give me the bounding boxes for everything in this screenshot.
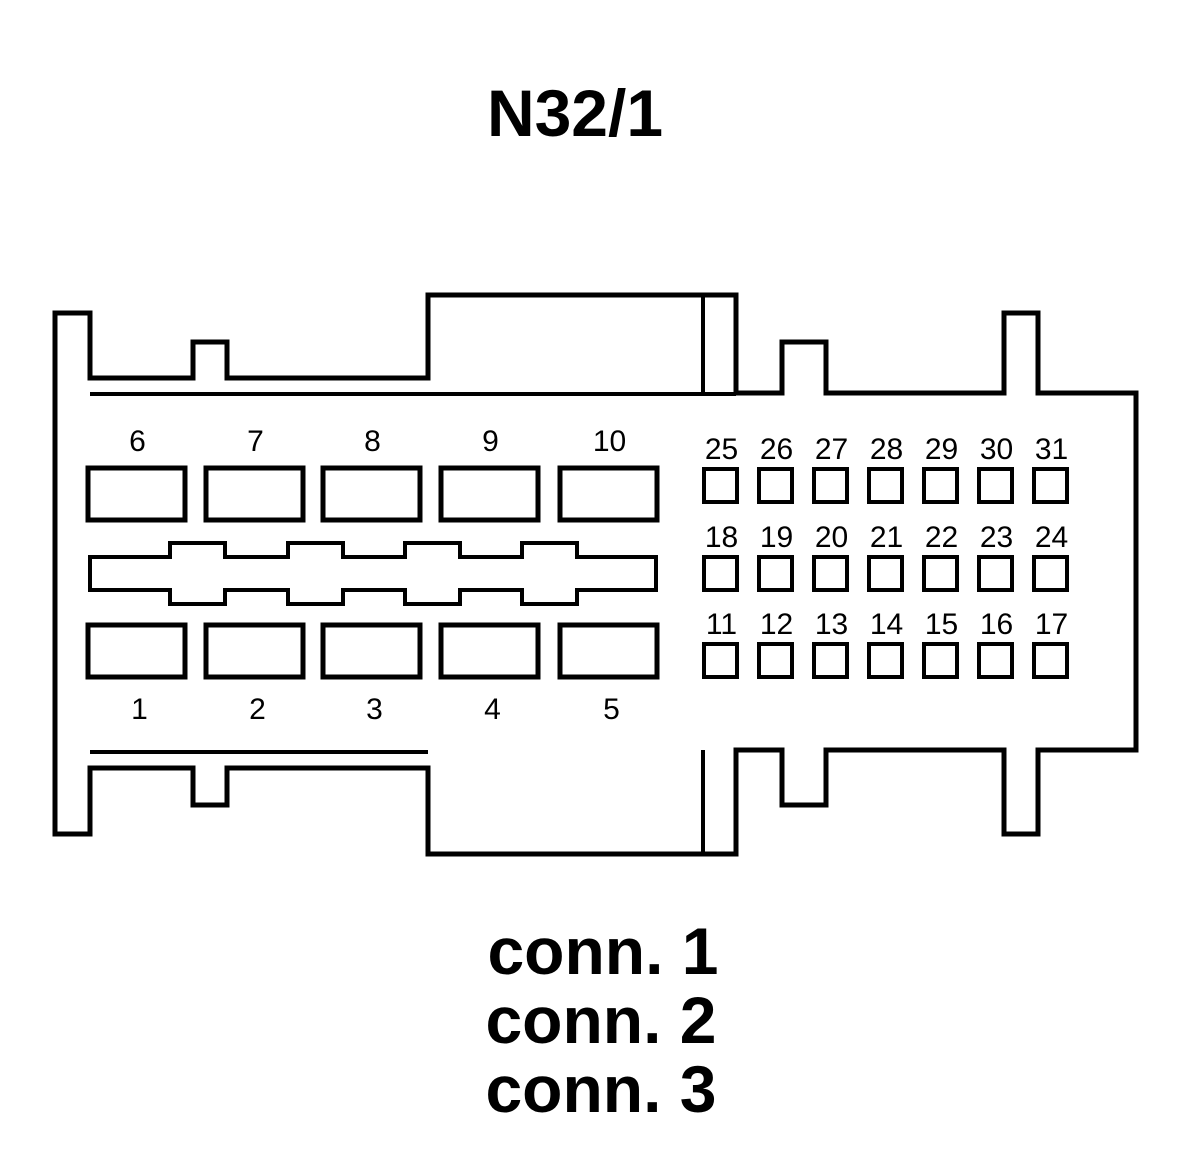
connector-list: conn. 1 conn. 2 conn. 3 [485, 914, 718, 1126]
pin-number-14: 14 [870, 608, 903, 641]
pin-cavity-5 [557, 622, 660, 680]
pin-cavity-12 [757, 642, 794, 679]
large-pins-bottom-row: 1 2 3 4 5 [85, 622, 660, 726]
pin-number-12: 12 [760, 608, 793, 641]
pin-cavity-11 [702, 642, 739, 679]
pin-cavity-13 [812, 642, 849, 679]
pin-number-26: 26 [760, 433, 793, 466]
pin-number-19: 19 [760, 521, 793, 554]
pin-number-18: 18 [705, 521, 738, 554]
pin-cavity-16 [977, 642, 1014, 679]
pin-number-29: 29 [925, 433, 958, 466]
pin-cavity-7 [203, 465, 306, 523]
pin-number-21: 21 [870, 521, 903, 554]
connector-label-1: conn. 1 [487, 914, 718, 988]
pin-number-31: 31 [1035, 433, 1068, 466]
connector-housing [52, 292, 1139, 857]
pin-number-13: 13 [815, 608, 848, 641]
pin-cavity-26 [757, 467, 794, 504]
pin-cavity-17 [1032, 642, 1069, 679]
pin-cavity-21 [867, 555, 904, 592]
pin-cavity-20 [812, 555, 849, 592]
pin-number-20: 20 [815, 521, 848, 554]
pin-number-22: 22 [925, 521, 958, 554]
connector-label-3: conn. 3 [485, 1052, 716, 1126]
pin-cavity-8 [320, 465, 423, 523]
pin-number-4: 4 [484, 693, 501, 726]
pin-number-3: 3 [366, 693, 383, 726]
pin-cavity-2 [203, 622, 306, 680]
pin-cavity-28 [867, 467, 904, 504]
pin-number-9: 9 [482, 425, 499, 458]
pin-cavity-1 [85, 622, 188, 680]
pin-cavity-9 [438, 465, 541, 523]
pin-cavity-3 [320, 622, 423, 680]
pin-number-11: 11 [706, 608, 737, 641]
connector-label-2: conn. 2 [485, 983, 716, 1057]
pin-number-1: 1 [131, 693, 148, 726]
pin-number-16: 16 [980, 608, 1013, 641]
housing-outline [52, 292, 1139, 857]
large-pins-top-row: 6 7 8 9 10 [85, 425, 660, 523]
pin-number-6: 6 [129, 425, 146, 458]
pin-number-8: 8 [364, 425, 381, 458]
pin-cavity-30 [977, 467, 1014, 504]
pin-cavity-18 [702, 555, 739, 592]
pin-cavity-4 [438, 622, 541, 680]
pin-cavity-25 [702, 467, 739, 504]
pin-cavity-6 [85, 465, 188, 523]
pin-number-10: 10 [593, 425, 626, 458]
pin-cavity-10 [557, 465, 660, 523]
pin-number-30: 30 [980, 433, 1013, 466]
pin-number-28: 28 [870, 433, 903, 466]
pin-cavity-23 [977, 555, 1014, 592]
pin-number-24: 24 [1035, 521, 1068, 554]
pin-number-2: 2 [249, 693, 266, 726]
pin-number-27: 27 [815, 433, 848, 466]
pin-cavity-22 [922, 555, 959, 592]
pin-cavity-19 [757, 555, 794, 592]
pin-cavity-15 [922, 642, 959, 679]
pin-cavity-14 [867, 642, 904, 679]
pin-number-7: 7 [247, 425, 264, 458]
pin-number-17: 17 [1035, 608, 1068, 641]
pin-cavity-31 [1032, 467, 1069, 504]
keying-bar [88, 541, 658, 606]
pin-number-23: 23 [980, 521, 1013, 554]
small-pins-block: 25 26 27 28 29 30 31 18 19 20 21 22 23 24 11 12 13 14 15 16… [702, 433, 1069, 679]
pin-cavity-24 [1032, 555, 1069, 592]
pin-cavity-27 [812, 467, 849, 504]
pin-number-15: 15 [925, 608, 958, 641]
pin-number-5: 5 [603, 693, 620, 726]
pin-cavity-29 [922, 467, 959, 504]
pin-number-25: 25 [705, 433, 738, 466]
diagram-title: N32/1 [487, 76, 663, 150]
